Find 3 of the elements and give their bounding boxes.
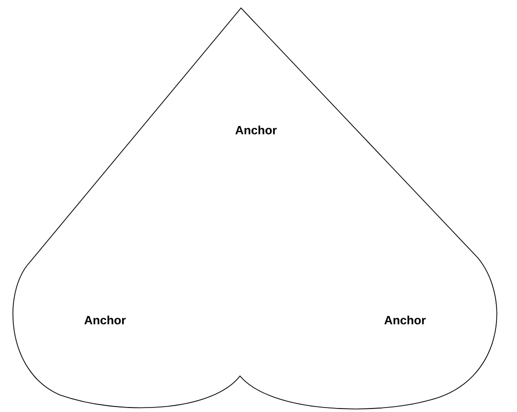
shape-label: Anchor: [235, 126, 277, 134]
shape-label: Anchor: [384, 316, 426, 324]
shape-label: Anchor: [84, 316, 126, 324]
